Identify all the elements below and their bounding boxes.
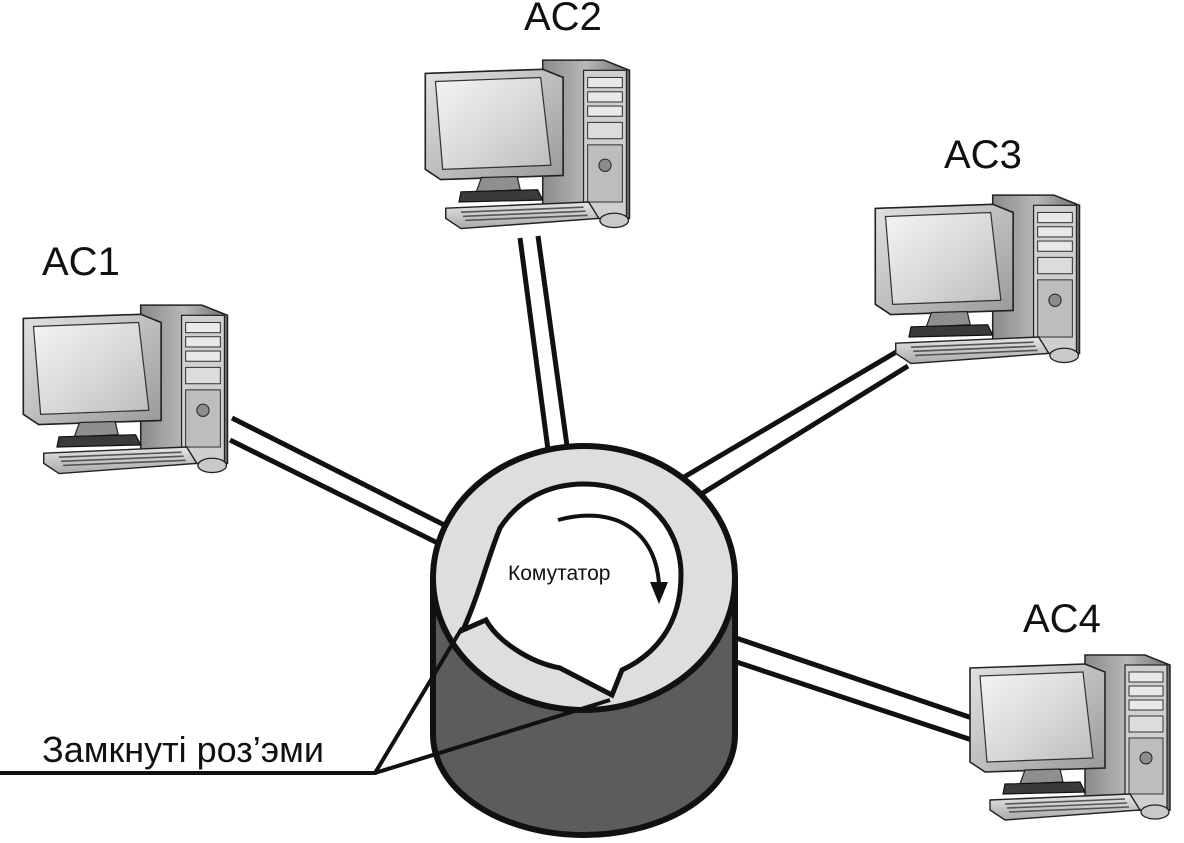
- station-ac4-label: AC4: [1023, 597, 1101, 641]
- station-ac4: AC4: [969, 597, 1171, 821]
- cable-ac1: [228, 415, 482, 565]
- rotation-arrowhead: [650, 582, 668, 604]
- station-ac1-label: AC1: [42, 240, 120, 284]
- callout: [0, 626, 611, 775]
- callout-label: Замкнуті роз’эми: [42, 729, 324, 770]
- callout-leader: [0, 626, 611, 775]
- switch-inner-disk: [458, 481, 684, 699]
- station-ac2: AC2: [424, 0, 631, 230]
- switch-label: Комутатор: [508, 562, 610, 585]
- station-ac3: AC3: [874, 133, 1081, 365]
- switch: Комутатор: [430, 443, 738, 838]
- rotation-arrow: [557, 513, 661, 585]
- station-ac2-label: AC2: [524, 0, 602, 39]
- cable-ac2: [517, 235, 575, 483]
- station-ac1: AC1: [22, 240, 229, 475]
- station-ac3-label: AC3: [944, 133, 1022, 177]
